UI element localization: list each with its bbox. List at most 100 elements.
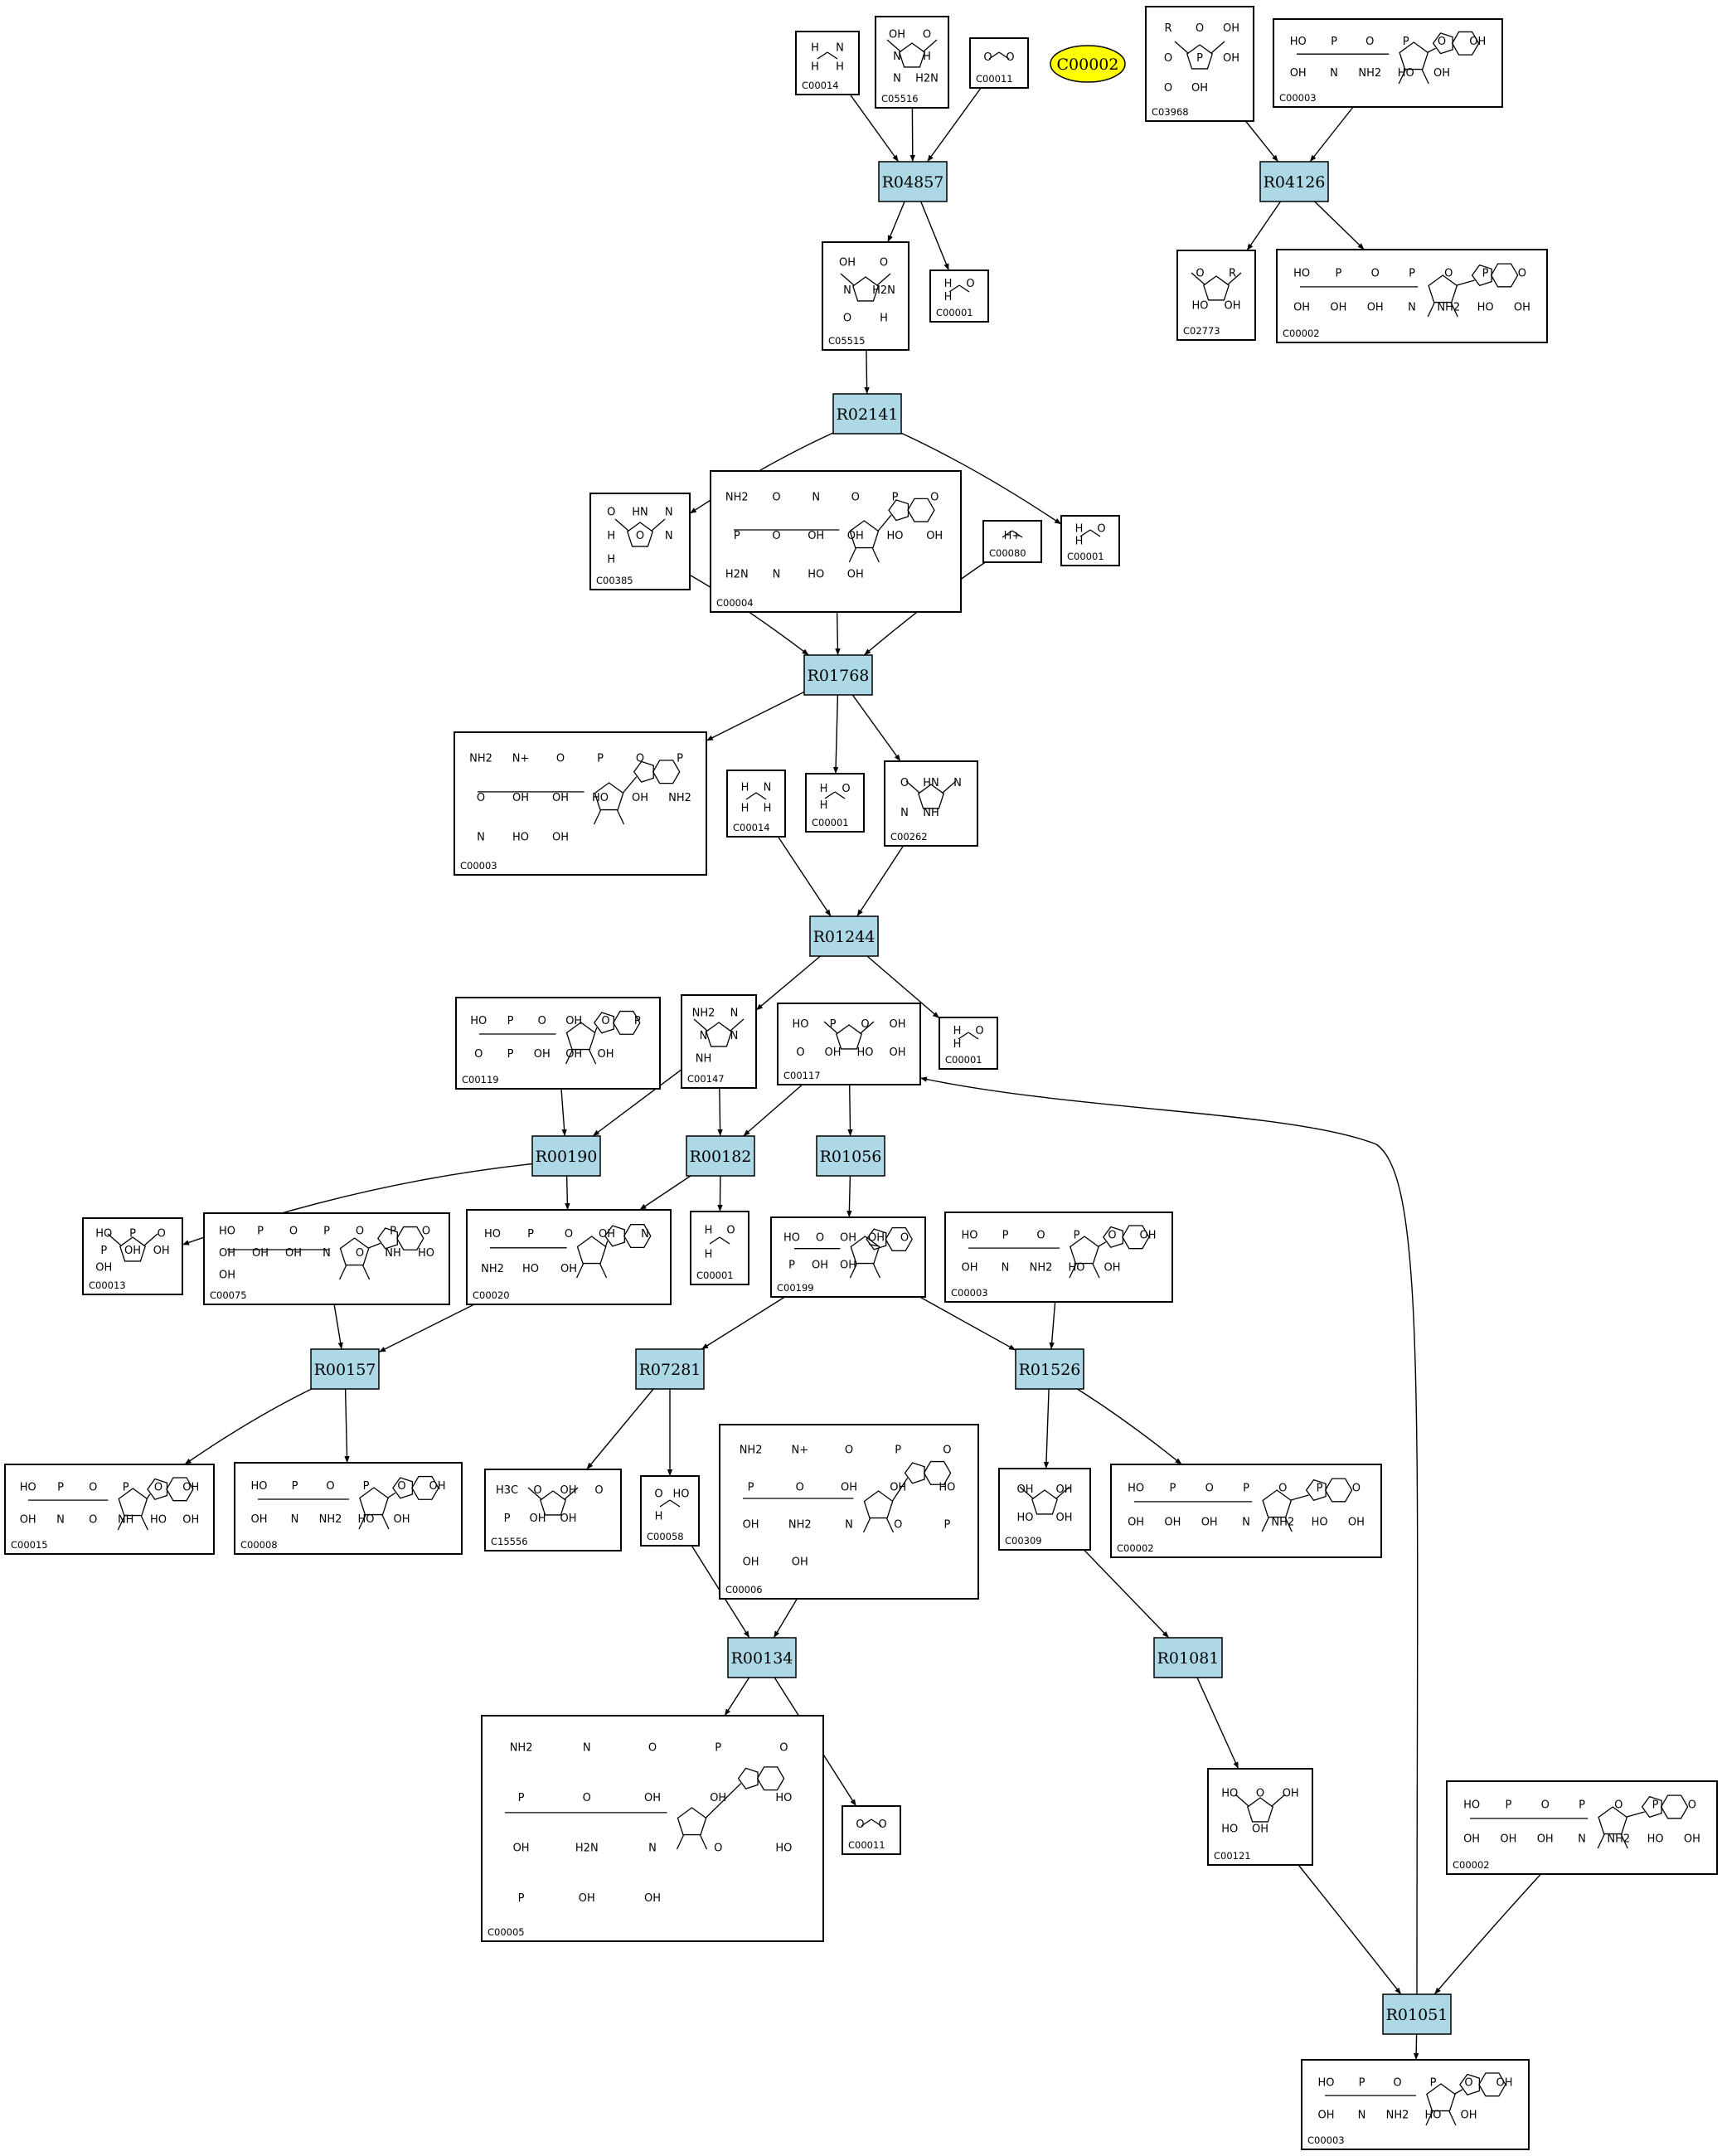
atom-label: P — [1074, 1230, 1080, 1242]
compound-id-label: C00001 — [1067, 551, 1104, 562]
atom-label: O — [856, 1819, 864, 1831]
reaction-label: R01244 — [813, 928, 876, 946]
compound-id-label: C00011 — [848, 1839, 885, 1851]
reaction-r04857[interactable]: R04857 — [878, 161, 948, 202]
atom-label: P — [129, 1227, 136, 1240]
reaction-r01768[interactable]: R01768 — [803, 654, 873, 696]
atom-label: P — [1243, 1483, 1249, 1495]
reaction-r00190[interactable]: R00190 — [531, 1135, 601, 1177]
atom-label: O — [851, 491, 860, 503]
atom-label: NH2 — [725, 491, 749, 503]
atom-label: O — [772, 491, 780, 503]
edge-arrow — [706, 691, 805, 741]
reaction-r02141[interactable]: R02141 — [832, 393, 902, 435]
reaction-r01526[interactable]: R01526 — [1015, 1348, 1084, 1390]
atom-label: N — [1578, 1833, 1586, 1846]
atom-label: HO — [783, 1232, 800, 1245]
reaction-label: R07281 — [639, 1361, 701, 1379]
reaction-r01056[interactable]: R01056 — [816, 1135, 885, 1177]
atom-label: P — [715, 1741, 721, 1754]
atom-label: OH — [429, 1480, 445, 1493]
atom-label: HO — [512, 831, 529, 843]
reaction-r00134[interactable]: R00134 — [727, 1637, 797, 1678]
atom-label: HO — [1128, 1483, 1144, 1495]
reaction-label: R04857 — [882, 173, 944, 192]
edge-arrow — [1244, 120, 1279, 163]
atom-label: OH — [1367, 302, 1384, 314]
atom-label: N+ — [512, 753, 530, 765]
atom-label: OH — [534, 1048, 551, 1061]
reaction-r04126[interactable]: R04126 — [1259, 161, 1329, 202]
atom-label: N — [291, 1513, 299, 1526]
atom-label: OH — [1463, 1833, 1480, 1846]
atom-label: H — [944, 291, 953, 303]
atom-label: O — [1393, 2077, 1401, 2090]
compound-c00080[interactable]: H+C00080 — [982, 520, 1042, 563]
atom-label: H — [741, 803, 749, 815]
edge-arrow — [926, 87, 982, 163]
atom-label: P — [1505, 1799, 1511, 1812]
atom-label: P — [1335, 268, 1341, 280]
reaction-r00157[interactable]: R00157 — [310, 1348, 380, 1390]
atom-label: HO — [592, 792, 609, 804]
reaction-r01081[interactable]: R01081 — [1153, 1637, 1223, 1678]
reaction-r07281[interactable]: R07281 — [635, 1348, 705, 1390]
edge-arrow — [586, 1388, 654, 1470]
atom-label: OH — [1139, 1230, 1156, 1242]
atom-label: R — [1164, 22, 1171, 35]
atom-label: N — [583, 1741, 591, 1754]
compound-id-label: C05515 — [828, 335, 866, 347]
atom-label: OH — [560, 1484, 576, 1497]
atom-label: N — [773, 569, 781, 581]
atom-label: P — [504, 1513, 511, 1525]
atom-label: OH — [1016, 1483, 1033, 1496]
reaction-r01244[interactable]: R01244 — [809, 915, 879, 957]
highlight-compound-label[interactable]: C00002 — [1050, 45, 1126, 83]
reaction-r00182[interactable]: R00182 — [686, 1135, 755, 1177]
atom-label: OH — [889, 1046, 905, 1059]
atom-label: NH2 — [692, 1008, 715, 1020]
atom-label: HO — [1398, 67, 1414, 80]
atom-label: OH — [250, 1513, 267, 1526]
reaction-r01051[interactable]: R01051 — [1382, 1993, 1452, 2035]
edge-arrow — [773, 1598, 798, 1639]
